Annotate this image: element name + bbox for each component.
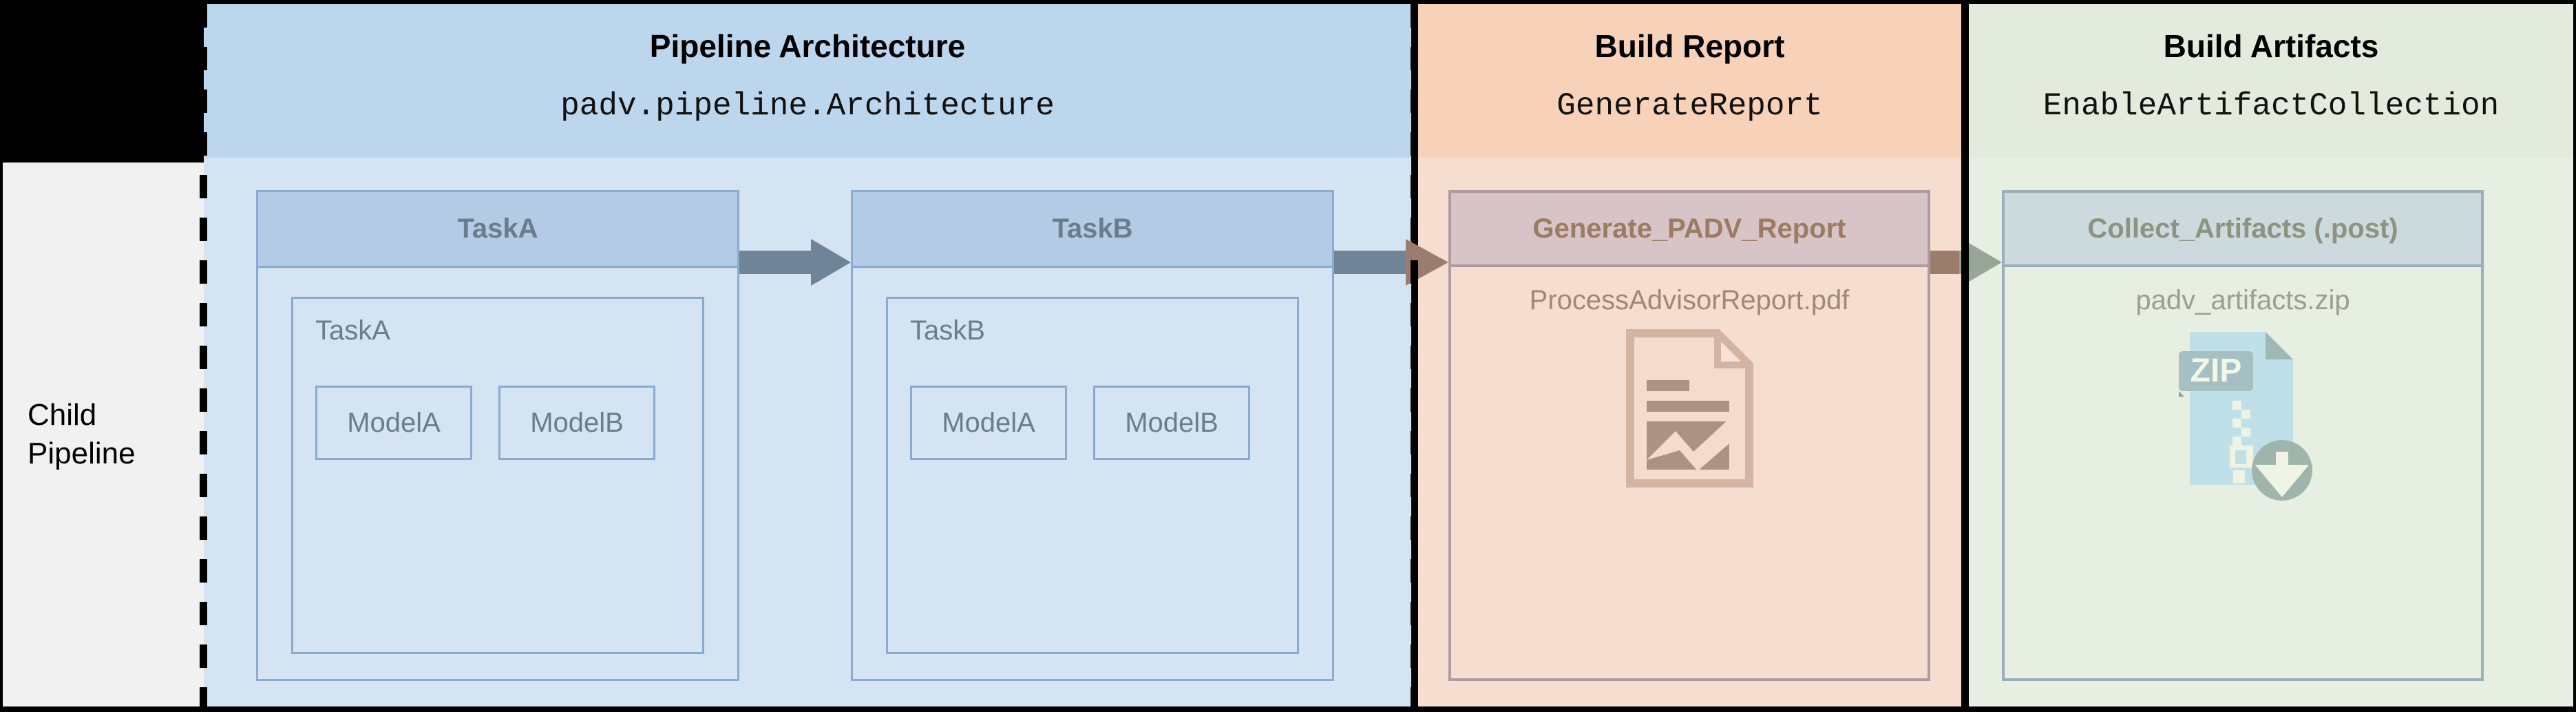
arrow-taska-to-taskb <box>739 239 851 286</box>
divider-line <box>1961 4 1969 706</box>
model-label-taska-modela: ModelA <box>347 407 441 438</box>
pdf-document-icon <box>1625 329 1753 488</box>
task-card-taska[interactable]: TaskA TaskA ModelA ModelB <box>256 190 739 681</box>
zip-file-icon-wrap: ZIP <box>2005 329 2481 669</box>
zip-file-icon: ZIP <box>2179 332 2312 501</box>
process-card-generate-padv-report[interactable]: Generate_PADV_Report ProcessAdvisorRepor… <box>1448 190 1930 681</box>
arrow-shaft <box>739 251 815 274</box>
model-label-taskb-modela: ModelA <box>942 407 1035 438</box>
zip-badge-label: ZIP <box>2190 353 2242 389</box>
task-inner-taskb: TaskB ModelA ModelB <box>886 297 1299 654</box>
pdf-document-icon-wrap <box>1451 329 1928 669</box>
task-header-taska: TaskA <box>258 192 737 268</box>
column-header-build-artifacts: Build Artifacts EnableArtifactCollection <box>1969 4 2573 158</box>
divider-report-artifacts <box>1961 4 1969 706</box>
column-header-pipeline-architecture: Pipeline Architecture padv.pipeline.Arch… <box>204 4 1411 158</box>
column-title-build-report: Build Report <box>1594 28 1785 64</box>
process-header-collect-artifacts: Collect_Artifacts (.post) <box>2005 193 2481 267</box>
process-header-label-collect-artifacts: Collect_Artifacts (.post) <box>2087 213 2398 244</box>
model-box-taskb-modelb[interactable]: ModelB <box>1093 386 1250 460</box>
arrow-taskb-to-generate-report <box>1334 239 1451 286</box>
model-row-taska: ModelA ModelB <box>315 386 680 460</box>
model-box-taska-modelb[interactable]: ModelB <box>498 386 655 460</box>
task-header-taskb: TaskB <box>853 192 1332 268</box>
divider-architecture-report <box>1411 4 1418 706</box>
task-header-label-taskb: TaskB <box>1052 213 1133 244</box>
column-title-build-artifacts: Build Artifacts <box>2163 28 2379 64</box>
process-header-generate-padv-report: Generate_PADV_Report <box>1451 193 1928 267</box>
column-header-build-report: Build Report GenerateReport <box>1418 4 1961 158</box>
model-row-taskb: ModelA ModelB <box>910 386 1275 460</box>
process-header-label-generate-padv-report: Generate_PADV_Report <box>1532 213 1846 244</box>
divider-line <box>200 4 207 706</box>
divider-child-pipeline-boundary <box>200 4 207 706</box>
model-label-taskb-modelb: ModelB <box>1125 407 1218 438</box>
process-card-collect-artifacts[interactable]: Collect_Artifacts (.post) padv_artifacts… <box>2002 190 2484 681</box>
sidebar-child-pipeline: Child Pipeline <box>3 163 204 706</box>
model-box-taska-modela[interactable]: ModelA <box>315 386 472 460</box>
task-inner-label-taska: TaskA <box>315 315 390 346</box>
arrow-shaft <box>1334 251 1410 274</box>
column-title-pipeline-architecture: Pipeline Architecture <box>649 28 966 64</box>
column-subtitle-build-artifacts: EnableArtifactCollection <box>2042 88 2500 124</box>
model-box-taskb-modela[interactable]: ModelA <box>910 386 1067 460</box>
task-inner-label-taskb: TaskB <box>910 315 985 346</box>
arrow-head-icon <box>811 239 851 286</box>
sidebar-label-child-pipeline: Child Pipeline <box>28 397 136 470</box>
task-inner-taska: TaskA ModelA ModelB <box>291 297 704 654</box>
divider-line <box>1411 4 1418 706</box>
process-file-label-report: ProcessAdvisorReport.pdf <box>1529 285 1850 315</box>
column-subtitle-pipeline-architecture: padv.pipeline.Architecture <box>560 88 1055 124</box>
process-file-label-artifacts: padv_artifacts.zip <box>2135 285 2350 315</box>
column-subtitle-build-report: GenerateReport <box>1556 88 1823 124</box>
task-card-taskb[interactable]: TaskB TaskB ModelA ModelB <box>851 190 1334 681</box>
model-label-taska-modelb: ModelB <box>530 407 624 438</box>
task-header-label-taska: TaskA <box>457 213 538 244</box>
